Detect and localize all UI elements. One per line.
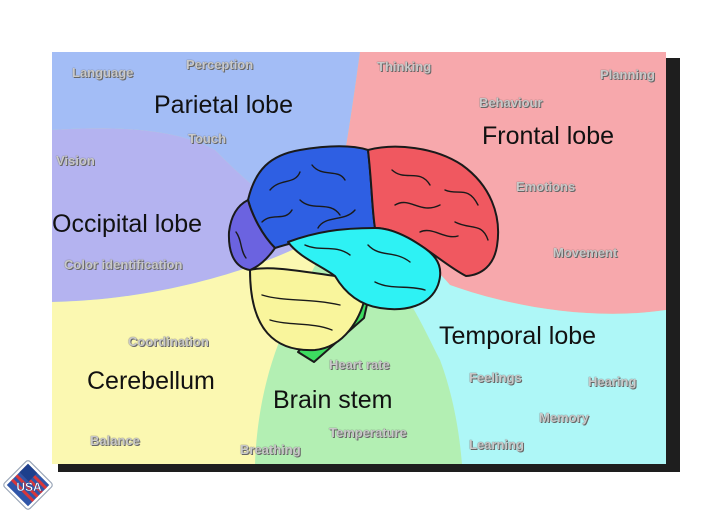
temporal-lobe-label: Temporal lobe bbox=[439, 322, 597, 350]
frontal-lobe-label: Frontal lobe bbox=[482, 122, 615, 150]
brain-folds bbox=[235, 164, 489, 331]
function-heart-rate: Heart rate bbox=[329, 357, 390, 372]
brain-illustration bbox=[227, 145, 499, 363]
function-vision: Vision bbox=[56, 153, 95, 168]
function-balance: Balance bbox=[90, 433, 140, 448]
cerebellum-shape bbox=[249, 267, 366, 352]
function-perception: Perception bbox=[186, 57, 254, 72]
usa-flag-icon: USA bbox=[3, 460, 53, 510]
function-emotions: Emotions bbox=[516, 179, 576, 194]
function-planning: Planning bbox=[600, 67, 655, 82]
function-hearing: Hearing bbox=[588, 374, 637, 389]
function-thinking: Thinking bbox=[377, 59, 432, 74]
brain-stem-label: Brain stem bbox=[273, 386, 393, 414]
function-language: Language bbox=[72, 65, 134, 80]
function-memory: Memory bbox=[539, 410, 589, 425]
occipital-lobe-label: Occipital lobe bbox=[52, 210, 203, 238]
cerebellum-label: Cerebellum bbox=[87, 367, 215, 395]
function-coordination: Coordination bbox=[128, 334, 209, 349]
function-learning: Learning bbox=[469, 437, 524, 452]
parietal-lobe-label: Parietal lobe bbox=[154, 91, 293, 119]
function-color-identification: Color identification bbox=[64, 257, 183, 272]
function-behaviour: Behaviour bbox=[479, 95, 543, 110]
function-breathing: Breathing bbox=[240, 442, 301, 457]
function-feelings: Feelings bbox=[469, 370, 522, 385]
function-movement: Movement bbox=[553, 245, 618, 260]
occipital-shape bbox=[227, 199, 276, 271]
function-touch: Touch bbox=[188, 131, 227, 146]
badge-label: USA bbox=[16, 480, 42, 494]
function-temperature: Temperature bbox=[329, 425, 407, 440]
